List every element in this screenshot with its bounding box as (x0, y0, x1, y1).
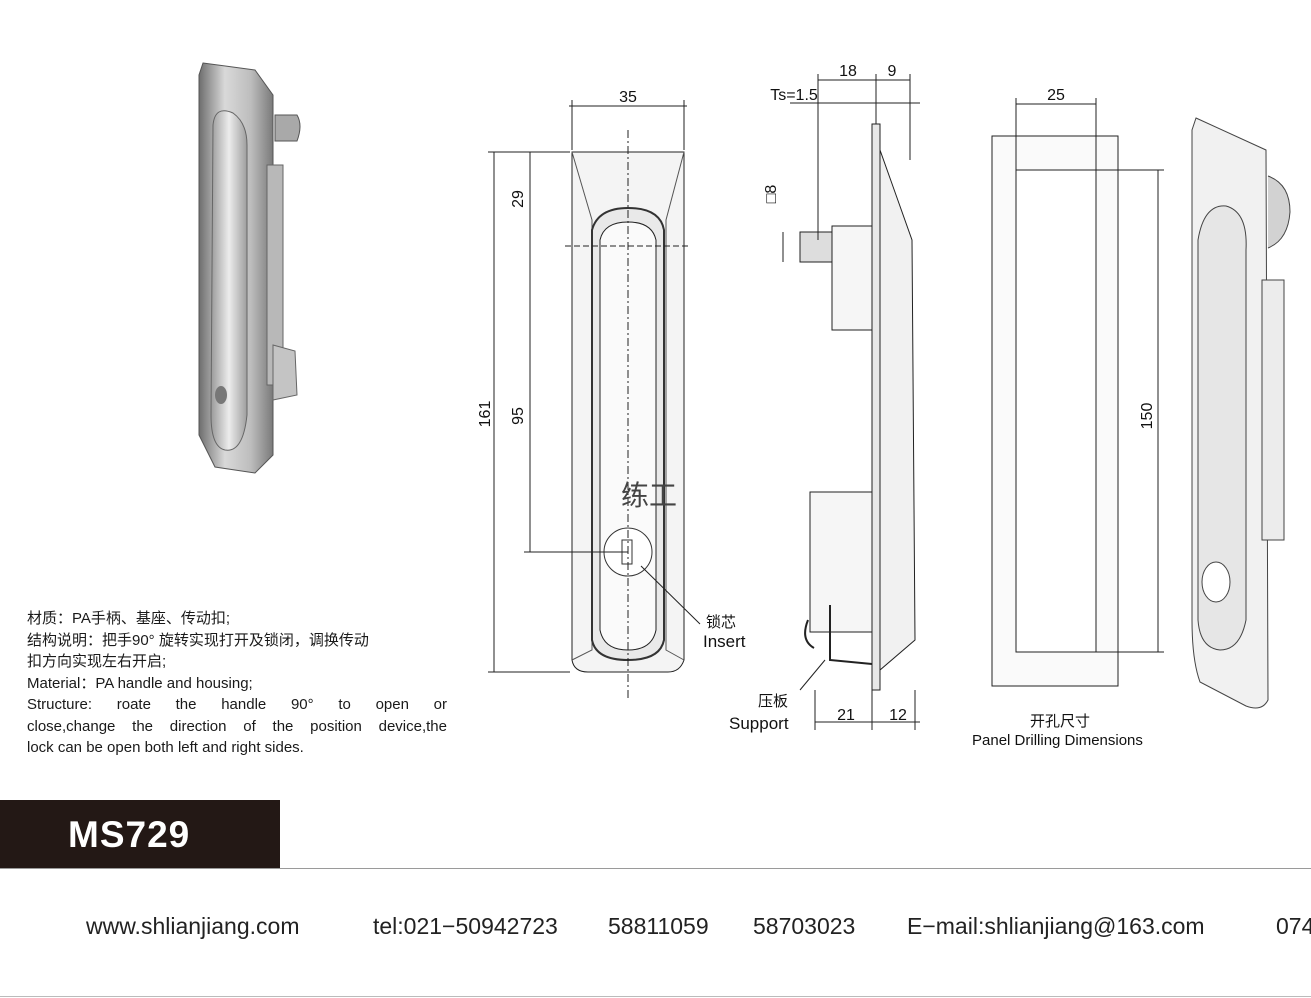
dim-9: 9 (888, 63, 897, 80)
spec-block: 材质：PA手柄、基座、传动扣; 结构说明：把手90° 旋转实现打开及锁闭，调换传… (27, 608, 447, 759)
footer-tel: tel:021−50942723 (373, 913, 558, 939)
technical-drawing: 35 161 29 95 18 9 Ts=1.5 □8 21 12 25 150… (477, 63, 1291, 730)
spec-material-cn: 材质：PA手柄、基座、传动扣; (27, 610, 231, 627)
dim-ts: Ts=1.5 (770, 87, 818, 104)
panel-label-cn: 开孔尺寸 (1030, 713, 1091, 730)
product-photo-side (198, 62, 301, 474)
footer-divider (0, 996, 1311, 997)
spec-structure-cn-2: 扣方向实现左右开启; (27, 653, 167, 670)
dim-161: 161 (477, 401, 494, 428)
spec-structure-en-2: close,change the direction of the positi… (27, 717, 447, 735)
dim-150: 150 (1139, 403, 1156, 430)
product-render-front (1191, 117, 1291, 709)
dim-25: 25 (1047, 87, 1065, 104)
dim-12: 12 (889, 707, 907, 724)
spec-structure-en-1: Structure: roate the handle 90° to open … (27, 696, 447, 713)
support-label-en: Support (729, 714, 789, 733)
model-title: MS729 (68, 814, 191, 855)
dim-35: 35 (619, 89, 637, 106)
spec-structure-cn-1: 结构说明：把手90° 旋转实现打开及锁闭，调换传动 (27, 631, 369, 649)
footer-website[interactable]: www.shlianjiang.com (86, 913, 300, 939)
dim-95: 95 (510, 407, 527, 425)
footer-phone-3: 58703023 (753, 913, 856, 939)
footer-phone-2: 58811059 (608, 913, 709, 939)
cutout-rect (1015, 169, 1097, 653)
insert-label-en: Insert (703, 632, 746, 651)
panel-label-en: Panel Drilling Dimensions (972, 732, 1143, 749)
spec-structure-en-3: lock can be open both left and right sid… (27, 739, 304, 756)
watermark: 练工 (621, 479, 677, 512)
insert-label-cn: 锁芯 (706, 614, 737, 631)
footer-email[interactable]: E−mail:shlianjiang@163.com (907, 913, 1205, 939)
spec-material-en: Material：PA handle and housing; (27, 674, 253, 692)
side-view-body (871, 123, 881, 691)
dim-18: 18 (839, 63, 857, 80)
model-banner: MS729 (0, 800, 280, 868)
dim-21: 21 (837, 707, 855, 724)
support-label-cn: 压板 (758, 693, 789, 710)
dim-square: □8 (763, 185, 780, 204)
divider-line (0, 868, 1311, 869)
dim-29: 29 (510, 190, 527, 208)
footer-extra: 074 (1276, 913, 1311, 939)
